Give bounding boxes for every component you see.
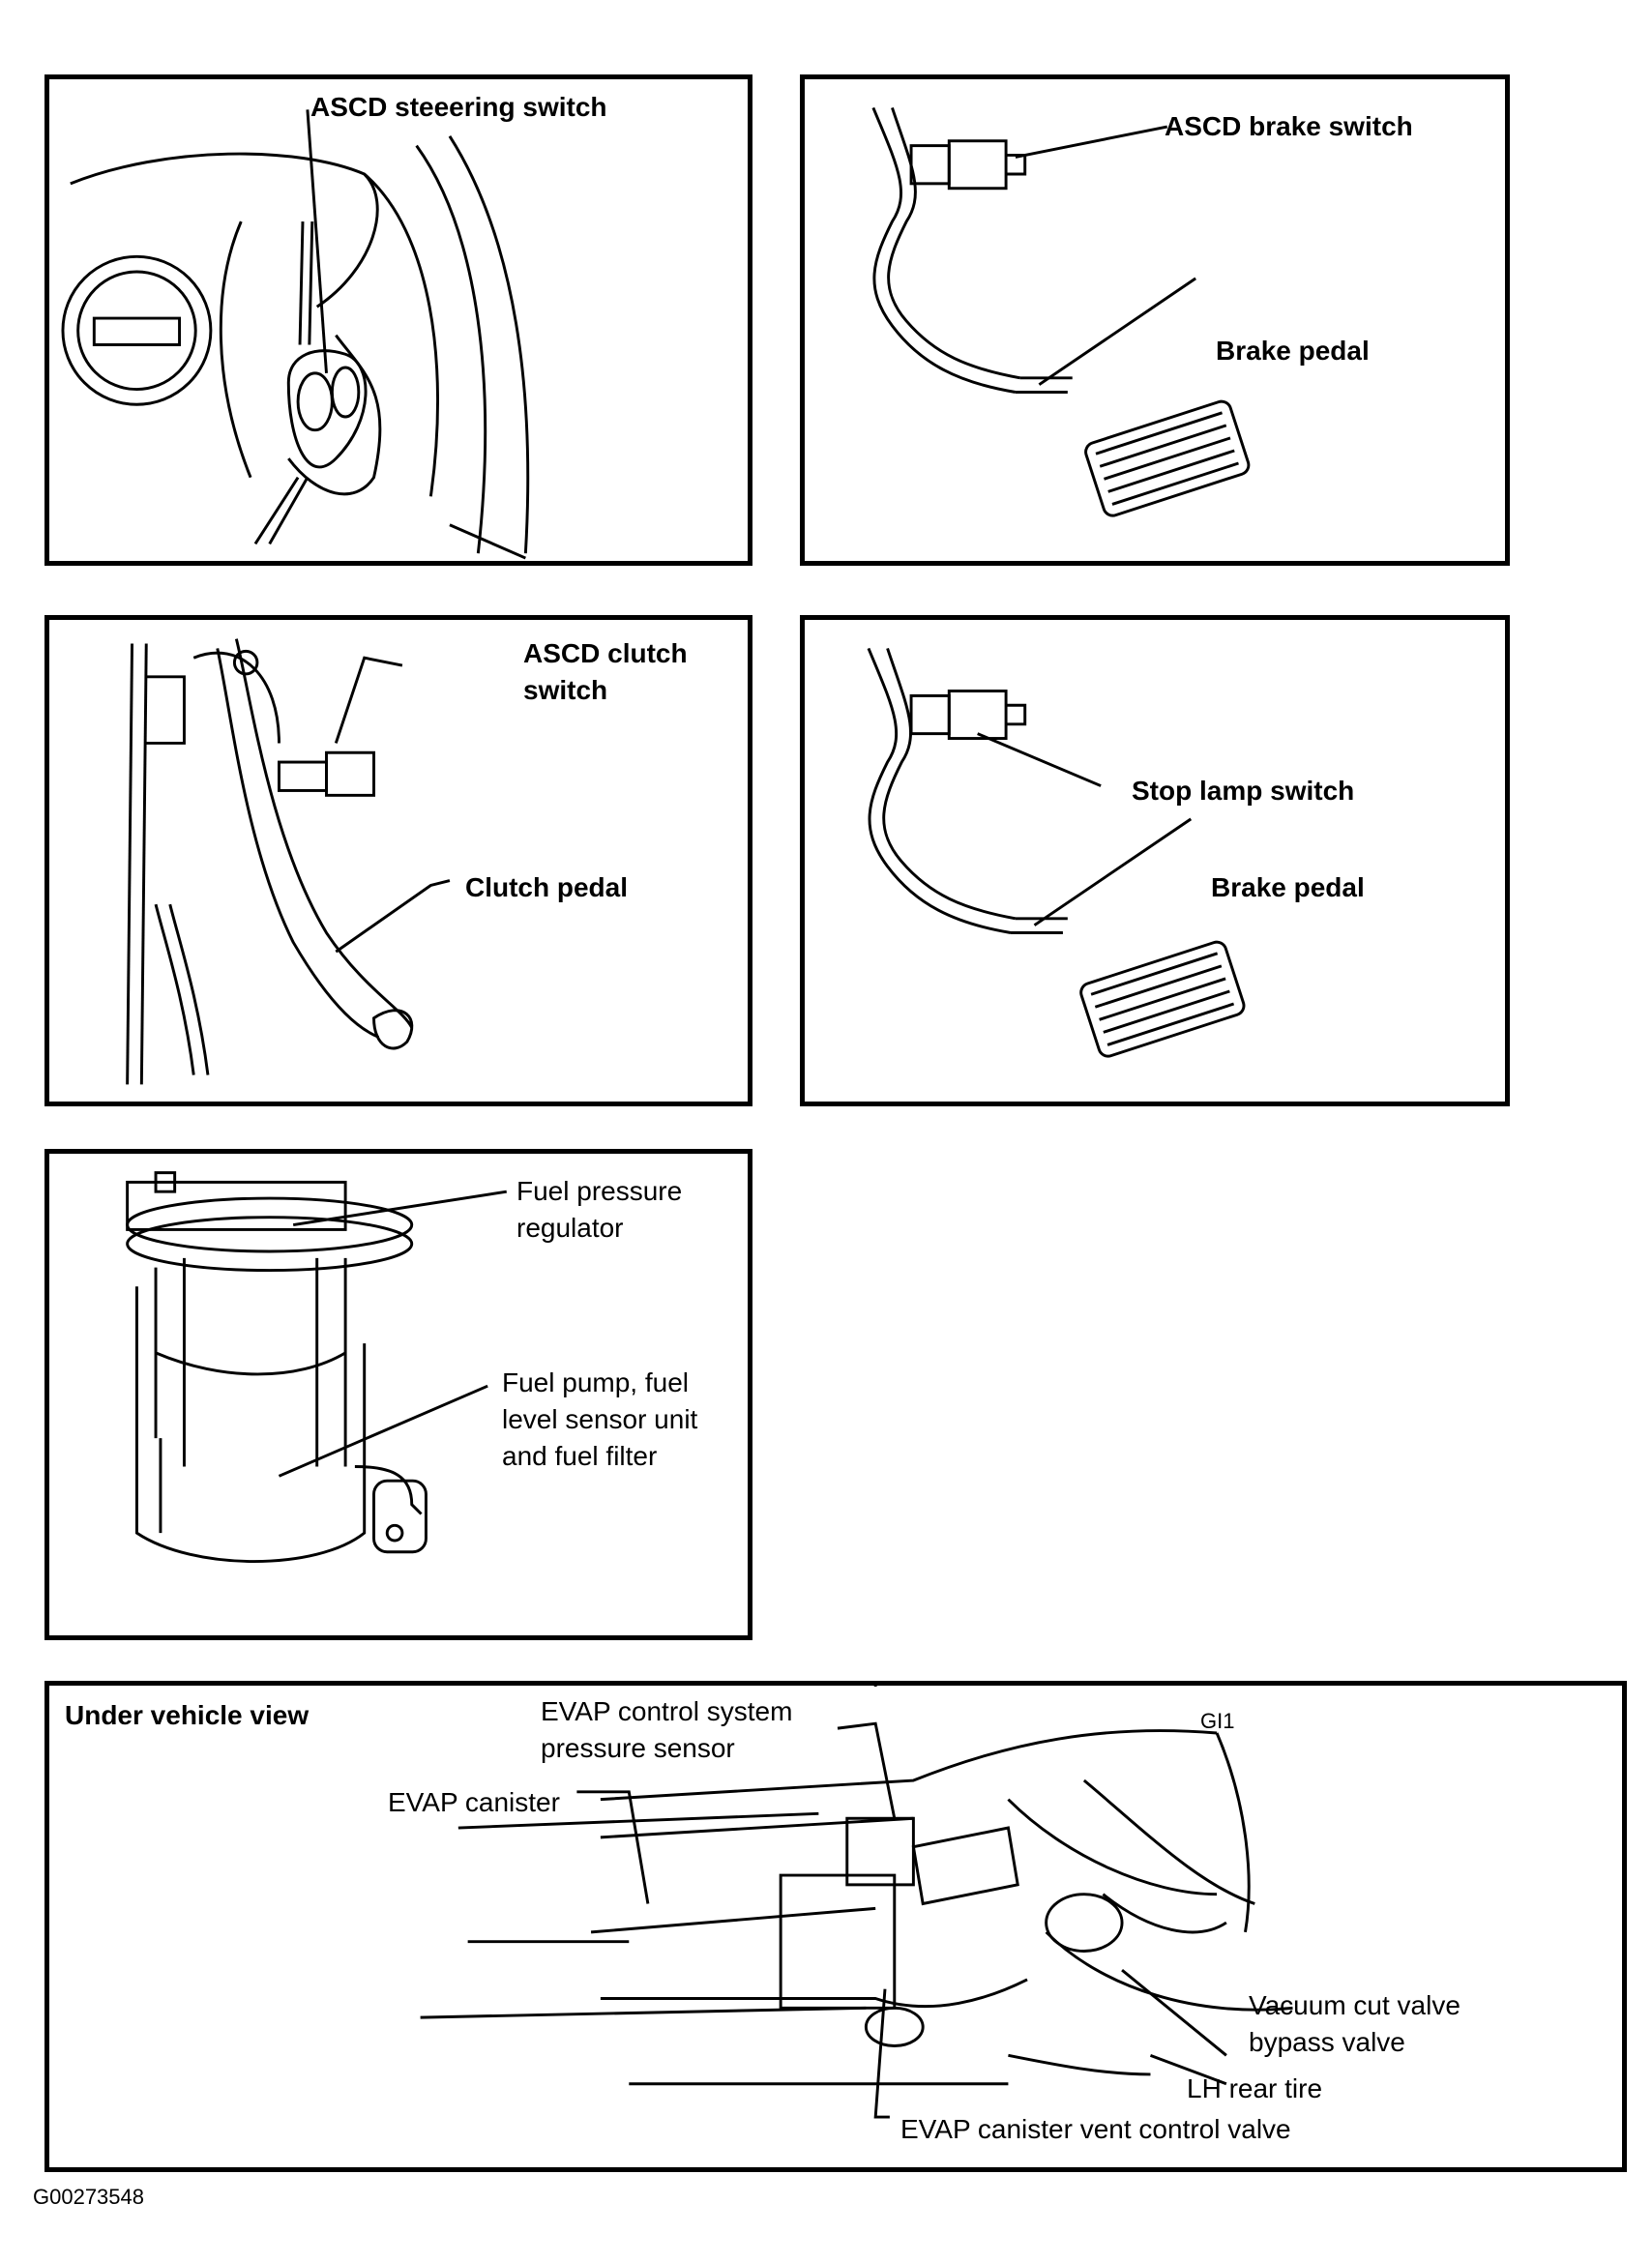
panel-ascd-steering-switch: ASCD steeering switch [44, 74, 752, 566]
label-vacuum-cut-valve-bypass-valve: Vacuum cut valve bypass valve [1249, 1987, 1460, 2061]
label-evap-canister-vent-control-valve: EVAP canister vent control valve [900, 2114, 1291, 2144]
label-brake-pedal-2: Brake pedal [1211, 872, 1365, 902]
label-gi1-marker: GI1 [1200, 1709, 1235, 1733]
stop-lamp-pedal-drawing [867, 647, 1246, 1058]
label-vacuum-line-1: Vacuum cut valve [1249, 1990, 1460, 2020]
label-fuel-pressure-regulator-line-2: regulator [516, 1213, 624, 1243]
label-ascd-brake-switch: ASCD brake switch [1165, 111, 1413, 141]
under-vehicle-view-title: Under vehicle view [65, 1700, 310, 1730]
label-fuel-pump-unit-line-1: Fuel pump, fuel [502, 1367, 689, 1397]
label-lh-rear-tire: LH rear tire [1187, 2073, 1323, 2103]
label-evap-canister: EVAP canister [388, 1787, 560, 1817]
panel-under-vehicle-view: Under vehicle view EVAP control system p… [44, 1681, 1627, 2172]
panel-fuel-pump: Fuel pressure regulator Fuel pump, fuel … [44, 1149, 752, 1640]
clutch-pedal-drawing [126, 638, 451, 1085]
panel-stop-lamp-switch: Stop lamp switch Brake pedal [800, 615, 1510, 1106]
panel-ascd-clutch-switch: ASCD clutch switch Clutch pedal [44, 615, 752, 1106]
label-vacuum-line-2: bypass valve [1249, 2027, 1405, 2057]
label-brake-pedal: Brake pedal [1216, 336, 1370, 366]
under-vehicle-drawing [420, 1686, 1293, 2119]
label-evap-control-system-pressure-sensor: EVAP control system pressure sensor [541, 1693, 792, 1767]
label-ascd-clutch-switch: ASCD clutch switch [523, 635, 688, 709]
label-fuel-pump-unit: Fuel pump, fuel level sensor unit and fu… [502, 1365, 697, 1475]
brake-pedal-drawing [871, 106, 1251, 517]
panel-ascd-brake-switch: ASCD brake switch Brake pedal [800, 74, 1510, 566]
figure-id: G00273548 [33, 2185, 144, 2209]
label-ascd-steering-switch: ASCD steeering switch [310, 92, 607, 122]
label-ascd-clutch-switch-line-1: ASCD clutch [523, 638, 688, 668]
label-fuel-pump-unit-line-3: and fuel filter [502, 1441, 658, 1471]
label-fuel-pump-unit-line-2: level sensor unit [502, 1404, 698, 1434]
label-ascd-clutch-switch-line-2: switch [523, 675, 608, 705]
fuel-pump-drawing [126, 1171, 507, 1563]
label-evap-sensor-line-2: pressure sensor [541, 1733, 735, 1763]
label-evap-sensor-line-1: EVAP control system [541, 1696, 793, 1726]
label-stop-lamp-switch: Stop lamp switch [1132, 776, 1355, 806]
label-clutch-pedal: Clutch pedal [465, 872, 629, 902]
label-fuel-pressure-regulator: Fuel pressure regulator [516, 1173, 682, 1247]
steering-wheel-drawing [61, 109, 530, 560]
label-fuel-pressure-regulator-line-1: Fuel pressure [516, 1176, 683, 1206]
